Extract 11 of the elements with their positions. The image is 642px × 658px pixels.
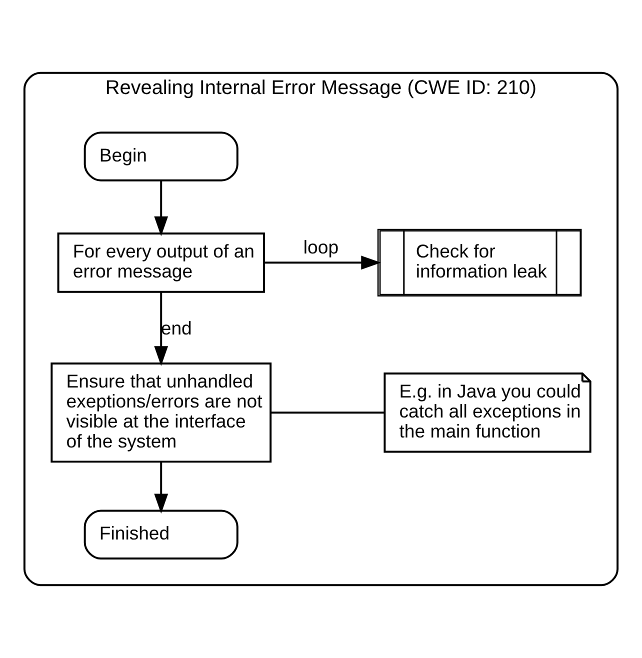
- node-box: Ensure that unhandled exeptions/errors are not visible at the interface of the system: [50, 362, 272, 463]
- connector: [270, 412, 385, 414]
- node-box: For every output of an error message: [57, 232, 265, 293]
- arrow: [154, 462, 168, 514]
- arrow: [154, 292, 168, 366]
- arrow: [154, 180, 168, 236]
- node-box: Finished: [84, 510, 238, 560]
- arrow: [264, 256, 382, 270]
- node-box: Begin: [84, 132, 238, 182]
- edge-label: end: [160, 318, 192, 339]
- edge-label: loop: [303, 236, 339, 258]
